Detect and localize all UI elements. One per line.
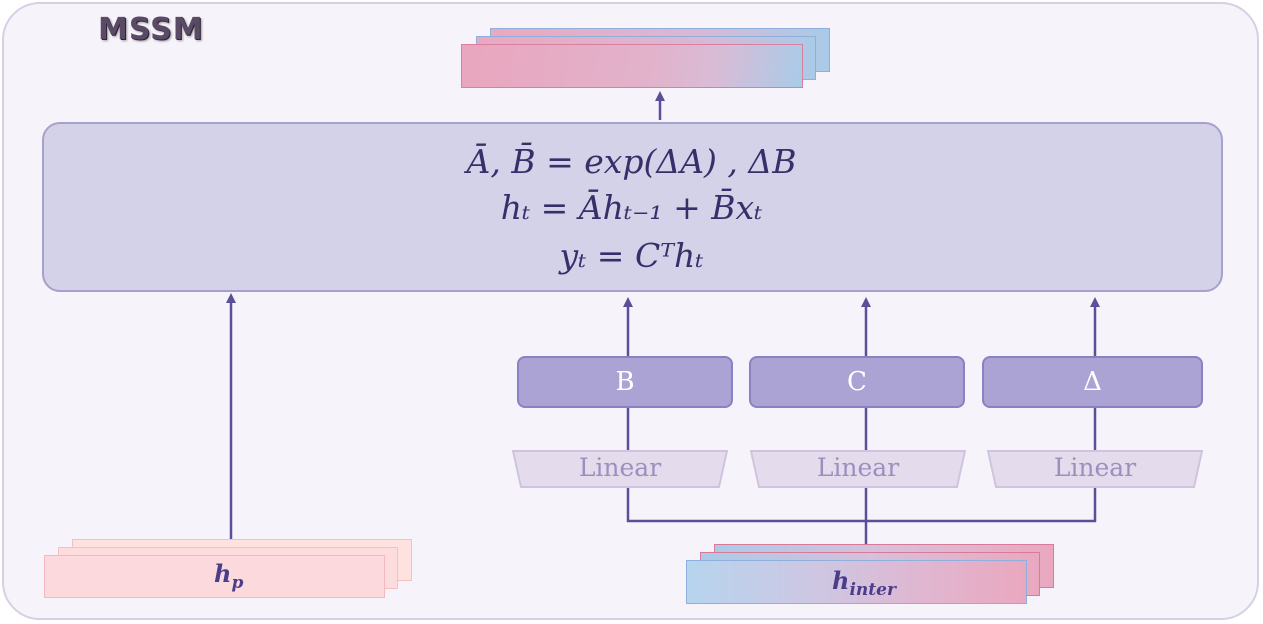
linear-trapezoid-3 (987, 450, 1203, 488)
linear-label-1: Linear (578, 453, 662, 482)
linear-trapezoid-2 (750, 450, 966, 488)
linear-layer-2: Linear (750, 450, 966, 488)
equation-discretization: Ā, B̄ = exp(ΔA) , ΔB (466, 142, 797, 181)
hp-sheet-front (44, 555, 385, 598)
ssm-block (42, 122, 1223, 292)
output-sheet-front (461, 44, 803, 88)
param-c-box: C (749, 356, 965, 408)
param-delta-box: Δ (982, 356, 1203, 408)
linear-trapezoid-1 (512, 450, 728, 488)
hp-label-sub: p (231, 572, 244, 593)
hp-label: hp (214, 559, 243, 593)
hinter-feature-stack: hinter (686, 544, 1058, 606)
linear-layer-1: Linear (512, 450, 728, 488)
output-feature-stack (460, 28, 832, 90)
module-title: MSSM (98, 12, 204, 47)
linear-label-2: Linear (816, 453, 900, 482)
hinter-label-base: h (832, 566, 850, 595)
hinter-label: hinter (832, 566, 896, 600)
linear-label-3: Linear (1053, 453, 1137, 482)
hp-label-base: h (214, 559, 232, 588)
equation-state-update: hₜ = Āhₜ₋₁ + B̄xₜ (500, 188, 763, 227)
linear-layer-3: Linear (987, 450, 1203, 488)
hinter-label-sub: inter (849, 579, 896, 600)
param-b-box: B (517, 356, 733, 408)
hinter-sheet-front (686, 560, 1027, 604)
hp-feature-stack: hp (44, 539, 414, 601)
equation-output: yₜ = Cᵀhₜ (559, 236, 704, 275)
